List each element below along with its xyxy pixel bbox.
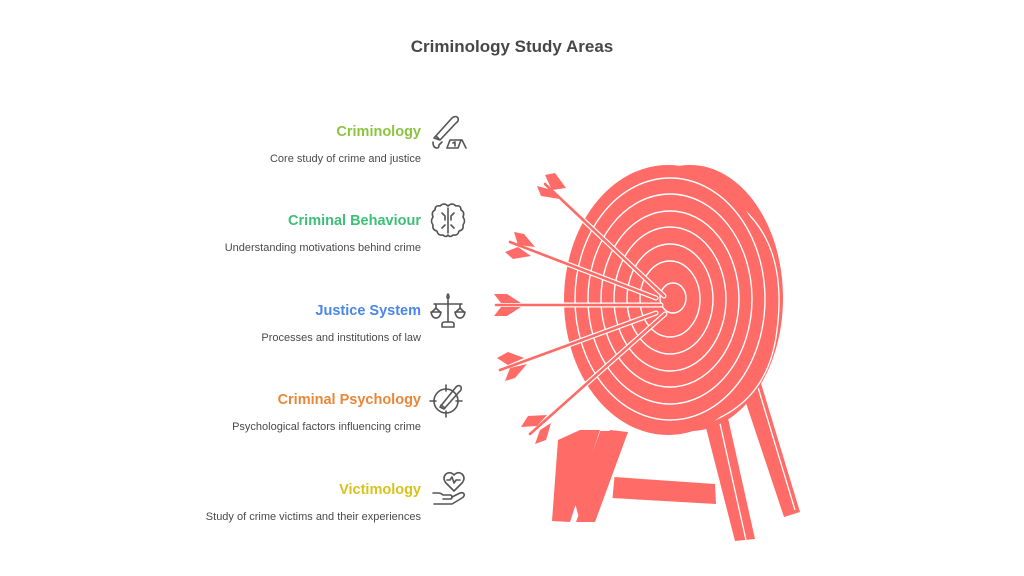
item-description: Psychological factors influencing crime — [232, 421, 421, 433]
item-description: Study of crime victims and their experie… — [205, 511, 421, 523]
item-title: Criminal Behaviour — [288, 213, 421, 229]
item-title: Justice System — [315, 303, 421, 319]
item-title: Criminal Psychology — [277, 392, 421, 408]
item-title: Victimology — [339, 482, 421, 498]
brain-icon — [428, 200, 468, 240]
target-stand — [552, 380, 800, 541]
arrow — [493, 294, 664, 316]
arrows — [493, 173, 668, 444]
arrow — [537, 173, 667, 299]
target-board — [564, 165, 783, 435]
hand-heart-icon — [430, 467, 470, 507]
item-description: Core study of crime and justice — [269, 153, 421, 165]
arrow — [521, 311, 668, 444]
scales-of-justice-icon — [428, 291, 468, 331]
knife-evidence-marker-icon — [428, 112, 468, 152]
item-title: Criminology — [336, 124, 421, 140]
item-description: Understanding motivations behind crime — [224, 242, 421, 254]
crosshair-knife-icon — [428, 379, 468, 419]
diagram-title: Criminology Study Areas — [410, 37, 614, 56]
item-description: Processes and institutions of law — [261, 332, 421, 344]
arrow — [497, 310, 659, 381]
arrow — [505, 232, 659, 301]
